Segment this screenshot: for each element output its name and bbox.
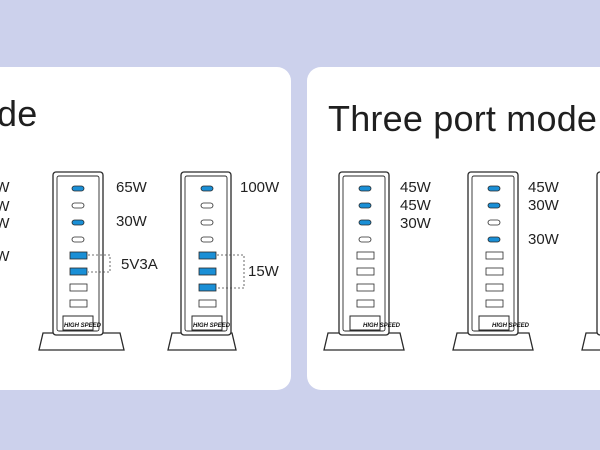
three-port-mode-card: Three port mode [307,67,600,390]
charger-c-label-3: 30W [400,215,431,232]
cutoff-label-1: 5W [0,179,10,196]
charger-a-label-2: 30W [116,213,147,230]
charger-a-label-3: 5V3A [121,256,158,273]
charger-a-illustration [38,171,125,351]
cutoff-label-4: 0W [0,248,10,265]
cutoff-label-2: 0W [0,198,10,215]
left-mode-title: de [0,93,38,134]
left-charger-illustrations [38,171,245,351]
charger-a-label-1: 65W [116,179,147,196]
charger-c-illustration [323,171,405,351]
left-mode-card: de 5W 0W 0W 0W [0,67,291,390]
charger-b-illustration [167,171,245,351]
charger-d-label-1: 45W [528,179,559,196]
brand-badge-b: HIGH SPEED [193,323,231,329]
charger-d-label-3: 30W [528,231,559,248]
charger-b-label-1: 100W [240,179,280,196]
charger-e-partial [581,171,600,351]
cutoff-label-3: 0W [0,215,10,232]
three-port-mode-title: Three port mode [328,98,598,139]
charger-c-label-2: 45W [400,197,431,214]
charger-c-label-1: 45W [400,179,431,196]
charger-d-illustration [452,171,534,351]
charger-b-label-2: 15W [248,263,279,280]
right-charger-illustrations [323,171,600,351]
charger-d-label-2: 30W [528,197,559,214]
brand-badge-a: HIGH SPEED [64,323,102,329]
brand-badge-d: HIGH SPEED [492,323,530,329]
brand-badge-c: HIGH SPEED [363,323,401,329]
